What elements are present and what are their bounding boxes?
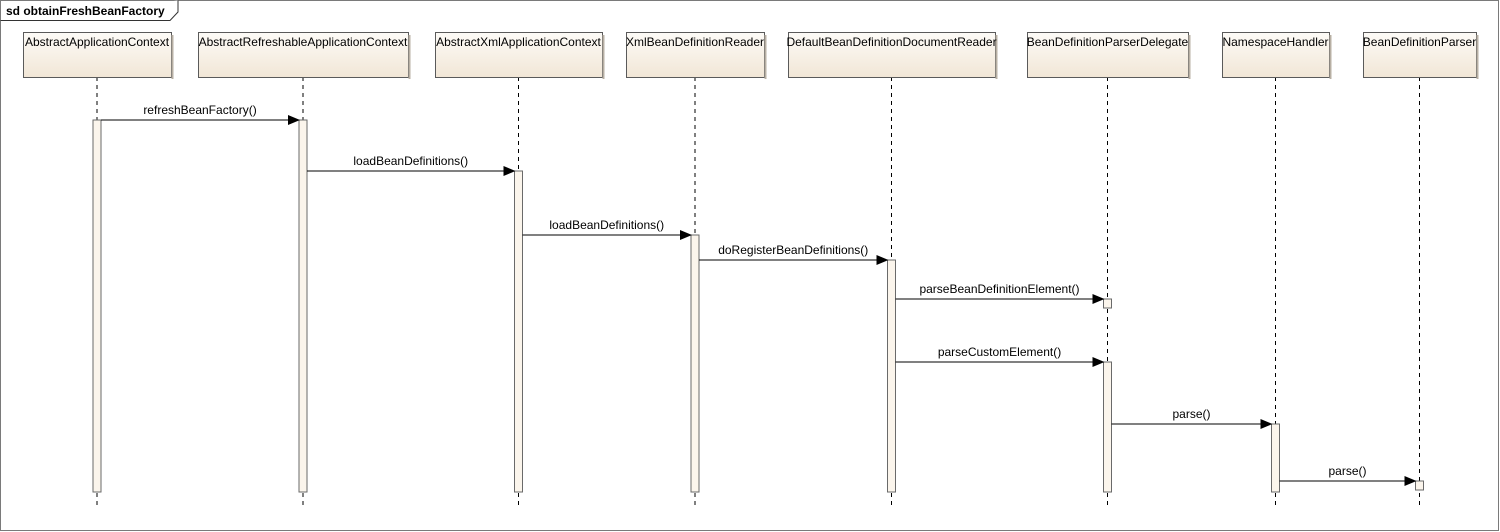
- activation-bar: [514, 170, 523, 493]
- lifeline-name: NamespaceHandler: [1222, 35, 1328, 49]
- message-label: refreshBeanFactory(): [143, 103, 256, 117]
- frame-title-tab: [0, 0, 179, 21]
- lifeline-xml-bean-definition-reader: XmlBeanDefinitionReader: [626, 32, 767, 508]
- lifeline-header-box: [23, 32, 172, 78]
- lifeline-header-shadow: [408, 35, 411, 79]
- message-1: refreshBeanFactory(): [101, 103, 300, 125]
- lifeline-abstract-application-context: AbstractApplicationContext: [23, 32, 174, 508]
- lifeline-header-shadow: [764, 35, 767, 79]
- lifeline-header-box: [435, 32, 603, 78]
- lifeline-header-box: [788, 32, 996, 78]
- lifeline-header-box: [626, 32, 765, 78]
- lifeline-header-box: [1222, 32, 1330, 78]
- lifeline-bean-definition-parser-delegate: BeanDefinitionParserDelegate: [1027, 32, 1191, 508]
- message-label: loadBeanDefinitions(): [353, 154, 468, 168]
- message-5: parseBeanDefinitionElement(): [895, 282, 1105, 304]
- lifeline-name: XmlBeanDefinitionReader: [626, 35, 764, 49]
- activation-bar: [1103, 298, 1112, 309]
- message-3: loadBeanDefinitions(): [522, 218, 692, 240]
- lifeline-namespace-handler: NamespaceHandler: [1222, 32, 1332, 508]
- lifeline-header-shadow: [1329, 35, 1332, 79]
- message-2: loadBeanDefinitions(): [307, 154, 516, 176]
- message-4: doRegisterBeanDefinitions(): [699, 243, 889, 265]
- lifeline-name: DefaultBeanDefinitionDocumentReader: [786, 35, 996, 49]
- message-7: parse(): [1111, 407, 1273, 429]
- activation-bar: [1103, 361, 1112, 493]
- lifeline-header-shadow: [995, 35, 998, 79]
- lifeline-bean-definition-parser: BeanDefinitionParser: [1363, 32, 1479, 508]
- activation-bar: [298, 119, 308, 493]
- lifeline-abstract-xml-application-context: AbstractXmlApplicationContext: [435, 32, 605, 508]
- message-label: parse(): [1172, 407, 1210, 421]
- activation-bar: [1271, 423, 1280, 493]
- message-label: loadBeanDefinitions(): [549, 218, 664, 232]
- lifeline-header-shadow: [1188, 35, 1191, 79]
- message-6: parseCustomElement(): [895, 345, 1105, 367]
- message-label: parse(): [1328, 464, 1366, 478]
- message-label: doRegisterBeanDefinitions(): [718, 243, 868, 257]
- activation-bar: [887, 259, 896, 493]
- message-label: parseCustomElement(): [938, 345, 1061, 359]
- lifeline-header-shadow: [171, 35, 174, 79]
- activation-bar: [1415, 480, 1424, 491]
- message-8: parse(): [1279, 464, 1417, 486]
- activation-bar: [690, 234, 700, 493]
- frame-title: sd obtainFreshBeanFactory: [6, 4, 165, 18]
- lifeline-default-bean-definition-document-reader: DefaultBeanDefinitionDocumentReader: [786, 32, 998, 508]
- message-label: parseBeanDefinitionElement(): [919, 282, 1079, 296]
- lifeline-abstract-refreshable-application-context: AbstractRefreshableApplicationContext: [198, 32, 411, 508]
- activation-bar: [92, 119, 102, 493]
- lifeline-header-shadow: [1476, 35, 1479, 79]
- lifeline-header-shadow: [602, 35, 605, 79]
- lifeline-header-box: [1363, 32, 1477, 78]
- lifeline-name: AbstractApplicationContext: [25, 35, 170, 49]
- lifeline-name: AbstractXmlApplicationContext: [436, 35, 601, 49]
- lifeline-name: AbstractRefreshableApplicationContext: [199, 35, 408, 49]
- lifeline-name: BeanDefinitionParserDelegate: [1027, 35, 1189, 49]
- lifeline-name: BeanDefinitionParser: [1363, 35, 1476, 49]
